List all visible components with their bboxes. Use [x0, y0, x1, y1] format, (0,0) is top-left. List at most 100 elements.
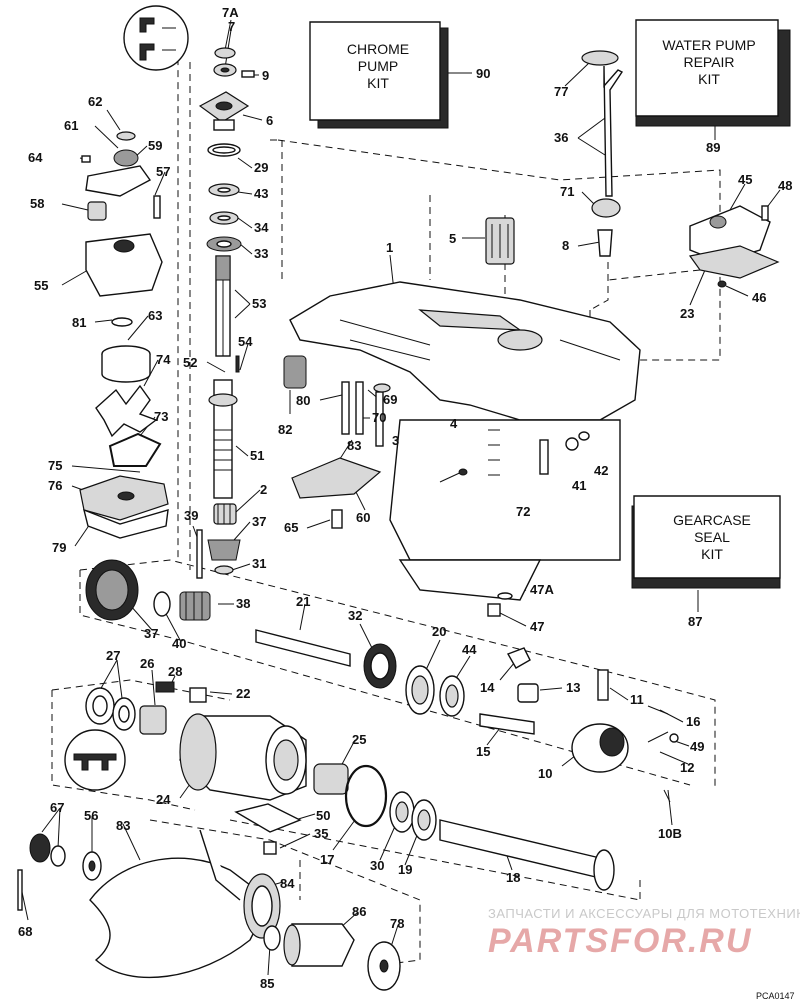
callout-63: 63 [148, 308, 162, 323]
drawing-code: PCA0147 [756, 991, 795, 1001]
callout-53: 53 [252, 296, 266, 311]
callout-65: 65 [284, 520, 298, 535]
callout-43: 43 [254, 186, 268, 201]
callout-36: 36 [554, 130, 568, 145]
callout-76: 76 [48, 478, 62, 493]
callout-74: 74 [156, 352, 171, 367]
callout-52: 52 [183, 355, 197, 370]
callout-22: 22 [236, 686, 250, 701]
callout-16: 16 [686, 714, 700, 729]
callout-49: 49 [690, 739, 704, 754]
callout-83-lower: 83 [116, 818, 130, 833]
callout-numbers: 7A 7 9 6 29 43 34 33 53 54 52 51 2 37 31… [18, 5, 792, 991]
callout-17: 17 [320, 852, 334, 867]
callout-38: 38 [236, 596, 250, 611]
callout-39: 39 [184, 508, 198, 523]
callout-11: 11 [630, 692, 644, 707]
callout-85: 85 [260, 976, 274, 991]
callout-69: 69 [383, 392, 397, 407]
callout-26: 26 [140, 656, 154, 671]
callout-6: 6 [266, 113, 273, 128]
callout-89: 89 [706, 140, 720, 155]
parts-artwork [17, 5, 791, 991]
callout-27: 27 [106, 648, 120, 663]
callout-51: 51 [250, 448, 264, 463]
callout-33: 33 [254, 246, 268, 261]
kit-chrome-pump-line3: KIT [367, 75, 389, 91]
callout-84: 84 [280, 876, 295, 891]
callout-47A: 47A [530, 582, 554, 597]
watermark-tagline: ЗАПЧАСТИ И АКСЕССУАРЫ ДЛЯ МОТОТЕХНИКИ [488, 906, 800, 921]
callout-86: 86 [352, 904, 366, 919]
kit-water-pump-line3: KIT [698, 71, 720, 87]
callout-4: 4 [450, 416, 458, 431]
callout-30: 30 [370, 858, 384, 873]
callout-13: 13 [566, 680, 580, 695]
callout-41: 41 [572, 478, 586, 493]
callout-50: 50 [316, 808, 330, 823]
kit-gearcase-seal-line1: GEARCASE [673, 512, 751, 528]
callout-82: 82 [278, 422, 292, 437]
callout-35: 35 [314, 826, 328, 841]
callout-21: 21 [296, 594, 310, 609]
callout-71: 71 [560, 184, 574, 199]
callout-40: 40 [172, 636, 186, 651]
kit-chrome-pump-line1: CHROME [347, 41, 409, 57]
callout-5: 5 [449, 231, 456, 246]
callout-59: 59 [148, 138, 162, 153]
callout-32: 32 [348, 608, 362, 623]
callout-19: 19 [398, 862, 412, 877]
callout-14: 14 [480, 680, 495, 695]
callout-72: 72 [516, 504, 530, 519]
watermark: ЗАПЧАСТИ И АКСЕССУАРЫ ДЛЯ МОТОТЕХНИКИ PA… [488, 906, 800, 960]
callout-3: 3 [392, 433, 399, 448]
callout-9: 9 [262, 68, 269, 83]
callout-23: 23 [680, 306, 694, 321]
callout-54: 54 [238, 334, 253, 349]
callout-37-lower: 37 [144, 626, 158, 641]
kit-chrome-pump-line2: PUMP [358, 58, 398, 74]
callout-1: 1 [386, 240, 393, 255]
callout-81: 81 [72, 315, 86, 330]
callout-2: 2 [260, 482, 267, 497]
callout-68: 68 [18, 924, 32, 939]
callout-67: 67 [50, 800, 64, 815]
callout-18: 18 [506, 870, 520, 885]
callout-7: 7 [228, 19, 235, 34]
callout-31: 31 [252, 556, 266, 571]
kit-water-pump-line2: REPAIR [683, 54, 734, 70]
callout-15: 15 [476, 744, 490, 759]
callout-55: 55 [34, 278, 48, 293]
callout-80: 80 [296, 393, 310, 408]
callout-7A: 7A [222, 5, 239, 20]
callout-44: 44 [462, 642, 477, 657]
callout-42: 42 [594, 463, 608, 478]
kit-water-pump-line1: WATER PUMP [662, 37, 755, 53]
callout-70: 70 [372, 410, 386, 425]
callout-47: 47 [530, 619, 544, 634]
callout-78: 78 [390, 916, 404, 931]
callout-62: 62 [88, 94, 102, 109]
callout-58: 58 [30, 196, 44, 211]
kit-labels: CHROME PUMP KIT WATER PUMP REPAIR KIT GE… [347, 37, 756, 562]
kit-gearcase-seal-line2: SEAL [694, 529, 730, 545]
callout-61: 61 [64, 118, 78, 133]
callout-34: 34 [254, 220, 269, 235]
callout-73: 73 [154, 409, 168, 424]
callout-8: 8 [562, 238, 569, 253]
callout-87: 87 [688, 614, 702, 629]
kit-gearcase-seal-line3: KIT [701, 546, 723, 562]
callout-60: 60 [356, 510, 370, 525]
callout-56: 56 [84, 808, 98, 823]
callout-64: 64 [28, 150, 43, 165]
callout-10: 10 [538, 766, 552, 781]
callout-29: 29 [254, 160, 268, 175]
callout-79: 79 [52, 540, 66, 555]
callout-28: 28 [168, 664, 182, 679]
callout-75: 75 [48, 458, 62, 473]
callout-83-upper: 83 [347, 438, 361, 453]
callout-48: 48 [778, 178, 792, 193]
callout-37-upper: 37 [252, 514, 266, 529]
callout-24: 24 [156, 792, 171, 807]
